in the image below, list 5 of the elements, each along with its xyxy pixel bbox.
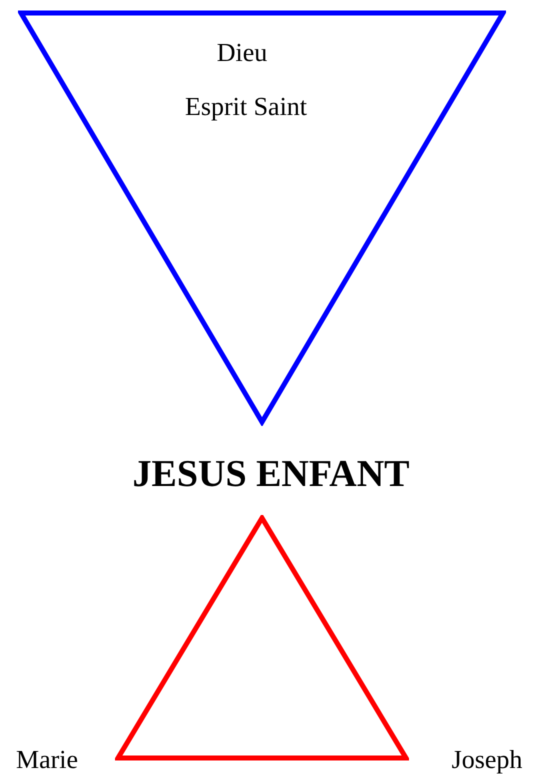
- center-heading: JESUS ENFANT: [132, 452, 410, 496]
- corner-label: Marie: [16, 745, 78, 775]
- corner-label: Joseph: [452, 745, 522, 775]
- node-text: Esprit Saint: [184, 92, 308, 122]
- node-text: Dieu: [216, 38, 268, 68]
